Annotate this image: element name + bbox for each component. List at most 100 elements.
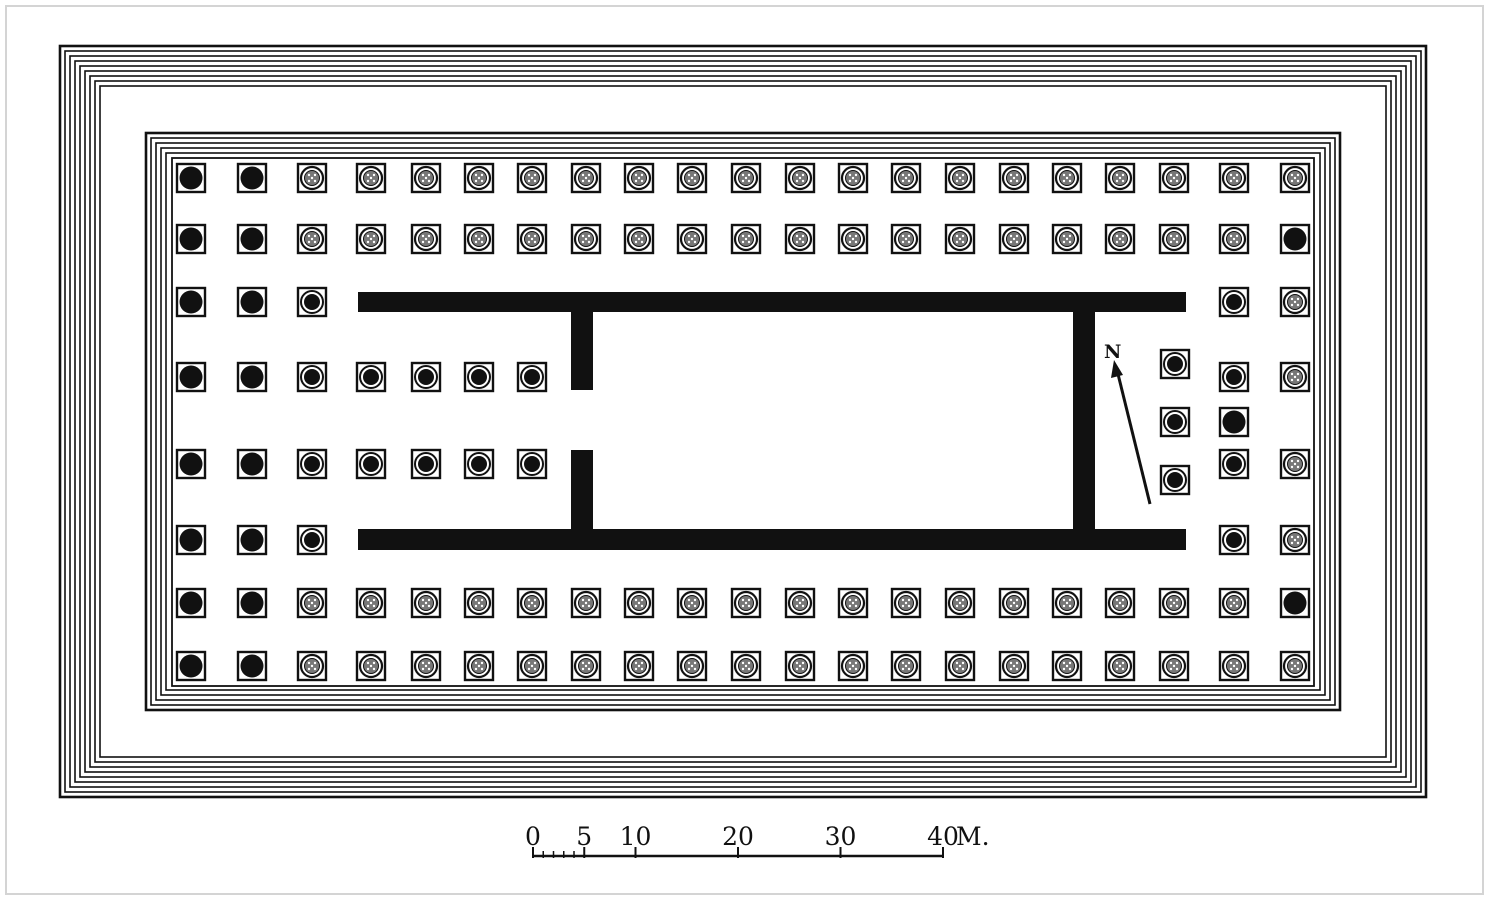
column bbox=[410, 162, 442, 194]
column bbox=[236, 448, 268, 480]
column bbox=[570, 223, 602, 255]
column bbox=[676, 223, 708, 255]
pronaos-wall-lower bbox=[571, 450, 593, 550]
column bbox=[890, 587, 922, 619]
scale-tick-label: 0 bbox=[525, 822, 541, 851]
column bbox=[175, 361, 207, 393]
column bbox=[1104, 162, 1136, 194]
column bbox=[944, 162, 976, 194]
column bbox=[1104, 650, 1136, 682]
column bbox=[296, 524, 328, 556]
step-outline bbox=[89, 75, 1397, 768]
column bbox=[410, 448, 442, 480]
column bbox=[570, 587, 602, 619]
column bbox=[1104, 223, 1136, 255]
step-outline bbox=[99, 85, 1387, 758]
column bbox=[1218, 650, 1250, 682]
opisthodomos-wall bbox=[1073, 292, 1095, 550]
north-label: N bbox=[1104, 341, 1121, 363]
column bbox=[623, 650, 655, 682]
column bbox=[998, 223, 1030, 255]
column bbox=[296, 162, 328, 194]
column bbox=[676, 587, 708, 619]
column bbox=[1279, 587, 1311, 619]
column bbox=[463, 587, 495, 619]
stereobate-steps bbox=[58, 44, 1428, 799]
column bbox=[784, 587, 816, 619]
step-outline bbox=[155, 142, 1331, 701]
column bbox=[1158, 162, 1190, 194]
column bbox=[175, 223, 207, 255]
column bbox=[410, 223, 442, 255]
column bbox=[676, 650, 708, 682]
column bbox=[623, 223, 655, 255]
cella-south-wall bbox=[358, 529, 1186, 550]
column bbox=[516, 162, 548, 194]
column bbox=[175, 448, 207, 480]
scale-tick-label: 20 bbox=[722, 822, 754, 851]
column bbox=[463, 361, 495, 393]
column bbox=[623, 587, 655, 619]
column bbox=[516, 587, 548, 619]
cella-north-wall bbox=[358, 292, 1186, 312]
column bbox=[355, 223, 387, 255]
column bbox=[1158, 223, 1190, 255]
column bbox=[1218, 286, 1250, 318]
column bbox=[837, 223, 869, 255]
column bbox=[1051, 587, 1083, 619]
column bbox=[730, 223, 762, 255]
column bbox=[296, 361, 328, 393]
column bbox=[837, 650, 869, 682]
column bbox=[1279, 162, 1311, 194]
column bbox=[296, 448, 328, 480]
column bbox=[355, 162, 387, 194]
column bbox=[623, 162, 655, 194]
column bbox=[998, 650, 1030, 682]
column bbox=[1159, 464, 1191, 496]
north-arrow: N bbox=[1104, 341, 1152, 505]
column bbox=[1279, 650, 1311, 682]
column bbox=[175, 162, 207, 194]
column bbox=[1218, 162, 1250, 194]
column bbox=[236, 587, 268, 619]
column bbox=[236, 286, 268, 318]
column bbox=[175, 587, 207, 619]
scale-unit-label: M. bbox=[956, 822, 990, 851]
column bbox=[1104, 587, 1136, 619]
column bbox=[890, 162, 922, 194]
column bbox=[1279, 448, 1311, 480]
stylobate-edge bbox=[171, 157, 1315, 687]
column bbox=[1158, 650, 1190, 682]
column bbox=[784, 223, 816, 255]
column bbox=[175, 524, 207, 556]
column bbox=[837, 587, 869, 619]
column bbox=[944, 587, 976, 619]
column bbox=[730, 162, 762, 194]
column bbox=[1051, 223, 1083, 255]
step-outline bbox=[94, 80, 1392, 763]
column bbox=[236, 650, 268, 682]
column bbox=[355, 587, 387, 619]
column bbox=[463, 650, 495, 682]
column bbox=[570, 162, 602, 194]
step-outline bbox=[84, 70, 1402, 773]
column bbox=[1158, 587, 1190, 619]
column bbox=[410, 361, 442, 393]
step-outline bbox=[74, 60, 1412, 783]
column bbox=[463, 223, 495, 255]
column bbox=[355, 448, 387, 480]
step-outline bbox=[150, 137, 1336, 706]
column bbox=[516, 361, 548, 393]
step-outline bbox=[69, 55, 1417, 788]
column bbox=[516, 223, 548, 255]
column bbox=[410, 650, 442, 682]
column bbox=[1218, 361, 1250, 393]
column bbox=[1159, 406, 1191, 438]
column bbox=[998, 162, 1030, 194]
column bbox=[236, 524, 268, 556]
column bbox=[1218, 587, 1250, 619]
column bbox=[1279, 524, 1311, 556]
pronaos-wall-upper bbox=[571, 292, 593, 390]
